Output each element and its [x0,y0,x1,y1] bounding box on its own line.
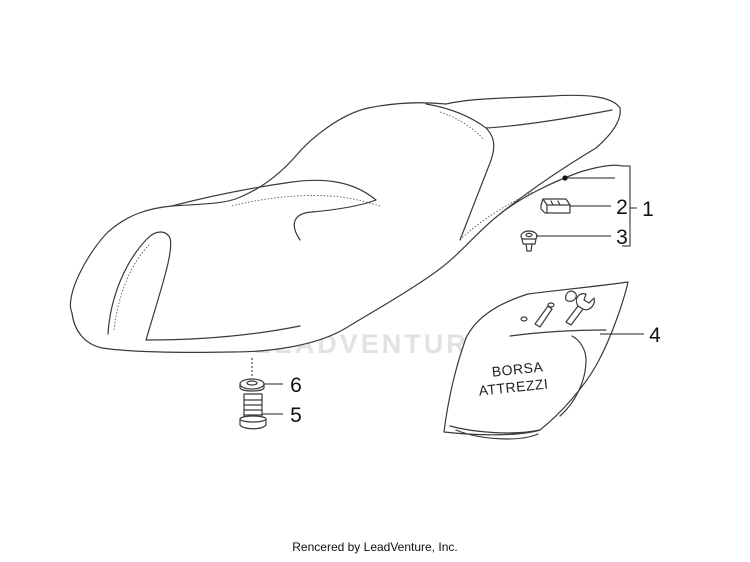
leader-lines [251,165,644,415]
tool-bag-label-line2: ATTREZZI [478,375,549,398]
callout-6: 6 [290,374,302,397]
render-credit: Rencered by LeadVenture, Inc. [292,540,458,554]
callout-4: 4 [649,324,661,347]
callout-5: 5 [290,404,302,427]
screw-part [520,230,538,252]
callouts: 1 2 3 4 5 6 [290,196,661,427]
callout-3: 3 [616,226,628,249]
callout-2: 2 [616,196,628,219]
rubber-buffer-part [540,198,571,214]
leader-dot [562,175,568,181]
bolt-part [239,393,267,430]
callout-1: 1 [642,198,654,221]
tool-bag-part: BORSA ATTREZZI [443,281,629,440]
seat-part [69,94,623,353]
tool-bag-label-line1: BORSA [491,358,544,379]
washer-part [239,378,265,392]
